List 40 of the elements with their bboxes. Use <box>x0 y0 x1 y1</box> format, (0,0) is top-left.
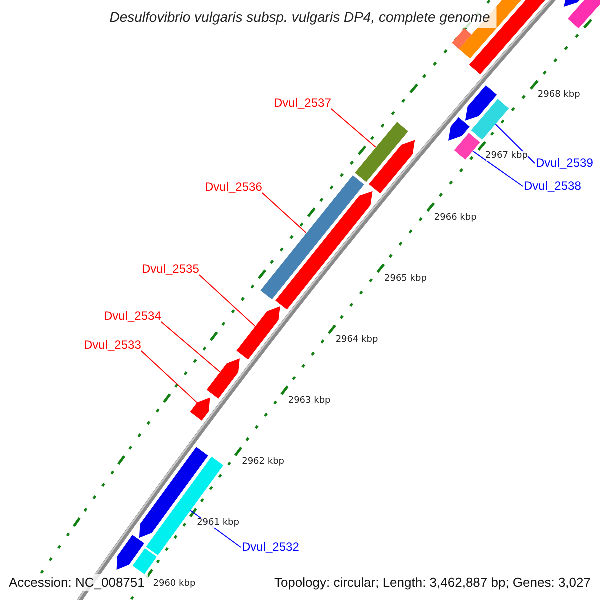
gene-label: Dvul_2535 <box>142 263 200 276</box>
gene-label: Dvul_2539 <box>536 157 594 170</box>
gene-block <box>132 548 158 574</box>
gene-block <box>452 28 472 50</box>
accession-text: Accession: NC_008751 <box>6 574 148 591</box>
leader-line <box>330 108 376 148</box>
gene-block <box>146 456 224 556</box>
scale-label: 2967 kbp <box>486 151 528 162</box>
leader-line <box>160 322 221 373</box>
scale-label: 2966 kbp <box>434 212 477 223</box>
gene-block <box>355 122 408 182</box>
gene-feature <box>116 535 145 570</box>
gene-feature <box>276 191 373 310</box>
scale-label: 2960 kbp <box>153 578 196 589</box>
gene-label: Dvul_2534 <box>104 310 162 323</box>
gene-label: Dvul_2536 <box>205 181 262 194</box>
gene-label: Dvul_2538 <box>524 180 582 193</box>
scale-label: 2962 kbp <box>242 456 284 467</box>
leader-line <box>472 150 524 187</box>
gene-label: Dvul_2532 <box>242 541 300 554</box>
gene-feature <box>190 398 210 421</box>
gene-feature <box>465 85 498 121</box>
scale-label: 2964 kbp <box>336 334 378 345</box>
gene-label: Dvul_2537 <box>274 97 332 110</box>
leader-line <box>140 350 198 404</box>
gene-block <box>260 175 364 300</box>
scale-label: 2961 kbp <box>197 518 240 528</box>
gene-feature <box>206 358 240 399</box>
scale-label: 2968 kbp <box>538 90 580 100</box>
gene-block <box>568 0 600 29</box>
gene-label: Dvul_2533 <box>84 339 142 352</box>
gene-block <box>454 133 480 160</box>
leader-line <box>198 274 256 327</box>
scale-label: 2963 kbp <box>288 396 331 406</box>
gene-block <box>471 99 510 140</box>
leader-line <box>262 192 307 234</box>
leader-line <box>495 124 536 164</box>
gene-feature <box>369 140 416 194</box>
gene-feature <box>236 306 280 360</box>
scale-label: 2965 kbp <box>384 274 427 284</box>
